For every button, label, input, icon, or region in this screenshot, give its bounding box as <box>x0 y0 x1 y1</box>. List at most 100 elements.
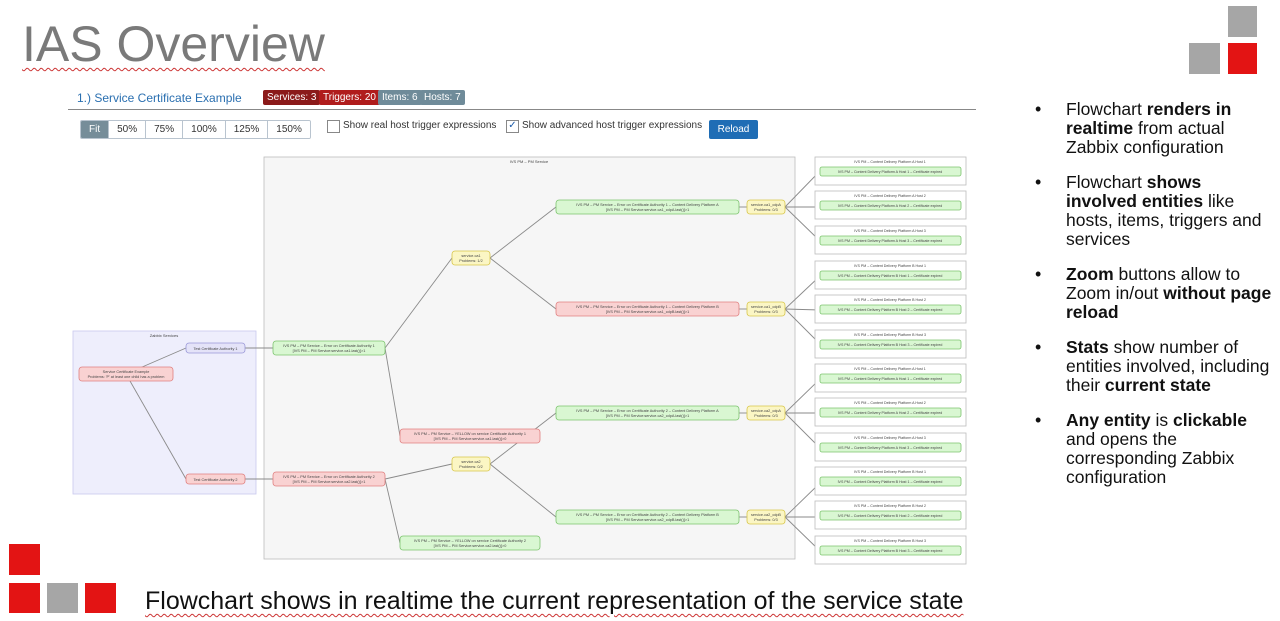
feature-bullet: Zoom buttons allow to Zoom in/out withou… <box>1035 265 1277 322</box>
ca1-aggregator-node-box <box>451 250 491 266</box>
host-box[interactable]: IVS PM – Content Delivery Platform A Hos… <box>814 190 967 220</box>
toolbar-divider <box>68 109 976 110</box>
flow-edge <box>784 170 821 208</box>
section-title[interactable]: 1.) Service Certificate Example <box>77 91 242 105</box>
zoom-100-button[interactable]: 100% <box>183 121 226 138</box>
host-trigger-label: IVS PM – Content Delivery Platform A Hos… <box>838 446 942 450</box>
show-real-expressions-checkbox[interactable] <box>327 120 340 133</box>
zoom-150-button[interactable]: 150% <box>268 121 310 138</box>
items-badge[interactable]: Items: 6 <box>378 90 422 105</box>
root-service-node-box <box>78 366 174 382</box>
platform-trigger-node-box <box>399 428 541 444</box>
flow-edge <box>784 412 821 449</box>
host-trigger-label: IVS PM – Content Delivery Platform A Hos… <box>838 411 942 415</box>
logo-square-red-bottom-left <box>9 583 40 613</box>
flow-edge <box>784 308 821 311</box>
host-trigger-box <box>819 476 962 487</box>
feature-bullet-text: from actual Zabbix configuration <box>1066 118 1225 157</box>
host-trigger-label: IVS PM – Content Delivery Platform B Hos… <box>838 274 943 278</box>
host-box[interactable]: IVS PM – Content Delivery Platform A Hos… <box>814 363 967 393</box>
slide-caption: Flowchart shows in realtime the current … <box>145 587 964 615</box>
zoom-75-button[interactable]: 75% <box>146 121 184 138</box>
platform-trigger-node[interactable]: IVS PM – PM Service – Error on Certifica… <box>555 509 740 525</box>
host-box[interactable]: IVS PM – Content Delivery Platform B Hos… <box>814 329 967 359</box>
host-trigger-box <box>819 407 962 418</box>
host-box[interactable]: IVS PM – Content Delivery Platform B Hos… <box>814 294 967 324</box>
host-trigger-label: IVS PM – Content Delivery Platform B Hos… <box>838 514 943 518</box>
platform-aggregator-node-box <box>746 509 786 525</box>
flow-edge <box>784 378 821 414</box>
show-advanced-expressions-checkbox[interactable]: ✓ <box>506 120 519 133</box>
ca2-aggregator-node-box <box>451 456 491 472</box>
logo-square-gray-top <box>1228 6 1257 37</box>
platform-trigger-node-box <box>555 301 740 317</box>
host-trigger-label: IVS PM – Content Delivery Platform B Hos… <box>838 308 943 312</box>
platform-trigger-node[interactable]: IVS PM – PM Service – YELLOW on service … <box>399 428 541 444</box>
host-trigger-label: IVS PM – Content Delivery Platform A Hos… <box>838 170 942 174</box>
platform-trigger-node[interactable]: IVS PM – PM Service – YELLOW on service … <box>399 535 541 551</box>
platform-trigger-node-label: IVS PM – PM Service – Error on Certifica… <box>576 513 719 522</box>
feature-bullet-text: Zoom <box>1066 264 1114 284</box>
platform-trigger-node-label: IVS PM – PM Service – Error on Certifica… <box>576 409 719 418</box>
zoom-button-group: Fit 50% 75% 100% 125% 150% <box>80 120 311 139</box>
host-box[interactable]: IVS PM – Content Delivery Platform A Hos… <box>814 225 967 255</box>
host-box[interactable]: IVS PM – Content Delivery Platform B Hos… <box>814 500 967 530</box>
host-box[interactable]: IVS PM – Content Delivery Platform A Hos… <box>814 397 967 427</box>
ca2-trigger-node-box <box>272 471 386 487</box>
host-box[interactable]: IVS PM – Content Delivery Platform A Hos… <box>814 432 967 462</box>
host-box[interactable]: IVS PM – Content Delivery Platform B Hos… <box>814 466 967 496</box>
platform-trigger-node[interactable]: IVS PM – PM Service – Error on Certifica… <box>555 199 740 215</box>
flow-edge <box>384 347 401 437</box>
platform-trigger-node-box <box>555 509 740 525</box>
host-name-label: IVS PM – Content Delivery Platform B Hos… <box>854 333 926 337</box>
services-badge[interactable]: Services: 3 <box>263 90 321 105</box>
platform-trigger-node[interactable]: IVS PM – PM Service – Error on Certifica… <box>555 405 740 421</box>
host-trigger-box <box>819 166 962 177</box>
ca1-trigger-node-box <box>272 340 386 356</box>
zabbix-services-group <box>72 330 257 495</box>
flow-edge <box>384 257 453 349</box>
hosts-badge[interactable]: Hosts: 7 <box>420 90 465 105</box>
ca1-service-node[interactable]: Test Certificate Authority 1 <box>185 342 246 354</box>
platform-aggregator-node-box <box>746 301 786 317</box>
host-box[interactable]: IVS PM – Content Delivery Platform B Hos… <box>814 260 967 290</box>
ca2-trigger-node[interactable]: IVS PM – PM Service – Error on Certifica… <box>272 471 386 487</box>
host-trigger-label: IVS PM – Content Delivery Platform A Hos… <box>838 377 942 381</box>
ca2-service-node[interactable]: Test Certificate Authority 2 <box>185 473 246 485</box>
host-box[interactable]: IVS PM – Content Delivery Platform A Hos… <box>814 156 967 186</box>
feature-bullet: Any entity is clickable and opens the co… <box>1035 411 1277 487</box>
platform-trigger-node-label: IVS PM – PM Service – Error on Certifica… <box>576 305 719 314</box>
host-name-label: IVS PM – Content Delivery Platform A Hos… <box>854 401 926 405</box>
triggers-badge[interactable]: Triggers: 20 <box>319 90 380 105</box>
host-name-label: IVS PM – Content Delivery Platform A Hos… <box>854 194 926 198</box>
ca2-service-node-box <box>185 473 246 485</box>
zoom-50-button[interactable]: 50% <box>109 121 147 138</box>
flow-edge <box>784 308 821 345</box>
feature-bullet-text: without page reload <box>1066 283 1272 322</box>
feature-bullet-text: like hosts, items, triggers and services <box>1066 191 1262 249</box>
reload-button[interactable]: Reload <box>709 120 758 139</box>
zoom-fit-button[interactable]: Fit <box>81 121 110 138</box>
ca2-trigger-node-label: IVS PM – PM Service – Error on Certifica… <box>283 475 375 484</box>
platform-trigger-node[interactable]: IVS PM – PM Service – Error on Certifica… <box>555 301 740 317</box>
feature-bullet: Flowchart shows involved entities like h… <box>1035 173 1277 249</box>
show-real-expressions-label: Show real host trigger expressions <box>343 120 497 131</box>
host-name-label: IVS PM – Content Delivery Platform A Hos… <box>854 367 926 371</box>
platform-trigger-node-box <box>555 405 740 421</box>
ca1-trigger-node[interactable]: IVS PM – PM Service – Error on Certifica… <box>272 340 386 356</box>
zoom-125-button[interactable]: 125% <box>225 121 269 138</box>
platform-aggregator-node-box <box>746 199 786 215</box>
host-box[interactable]: IVS PM – Content Delivery Platform B Hos… <box>814 535 967 565</box>
flow-edge <box>489 257 557 310</box>
